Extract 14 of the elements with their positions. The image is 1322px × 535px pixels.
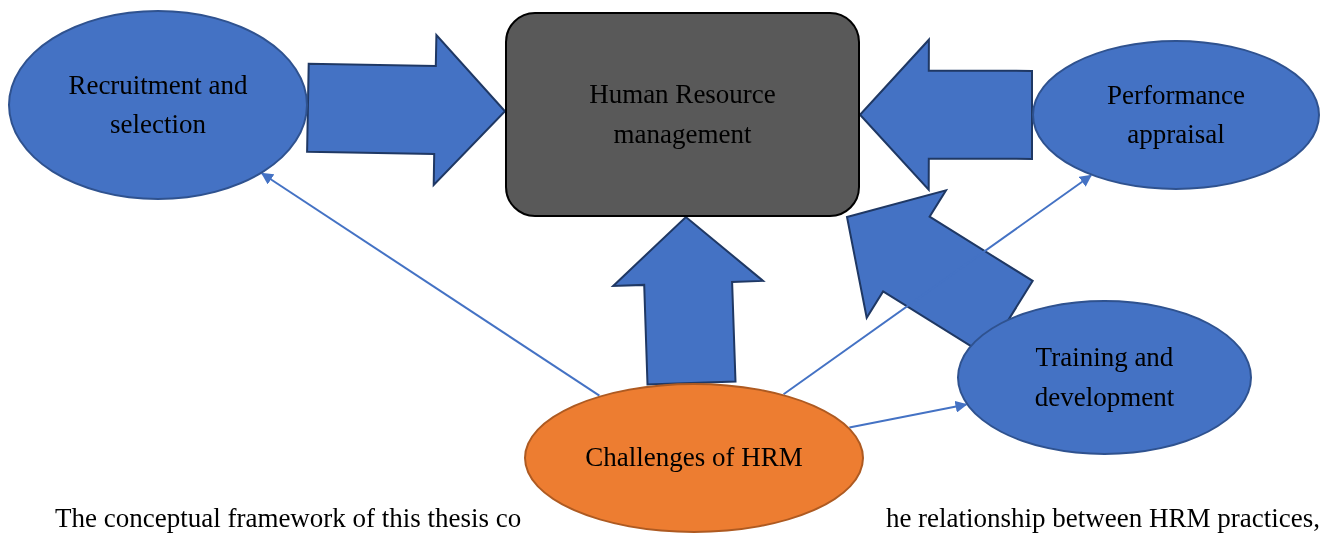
arrow [260, 172, 601, 397]
arrow [782, 174, 1092, 396]
node-label: Training and development [1033, 341, 1176, 414]
node-label: Recruitment and selection [67, 68, 249, 141]
block-arrow [858, 37, 1033, 193]
node-label: Performance appraisal [1106, 78, 1246, 151]
arrow [848, 400, 968, 429]
node-label: Challenges of HRM [585, 441, 803, 475]
process-box [505, 12, 860, 217]
block-arrow [610, 215, 766, 386]
block-arrow [306, 32, 507, 188]
node-label: Human Resource management [588, 78, 777, 151]
body-text: The conceptual framework of this thesis co [55, 503, 522, 534]
body-text: he relationship between HRM practices, [885, 503, 1320, 534]
